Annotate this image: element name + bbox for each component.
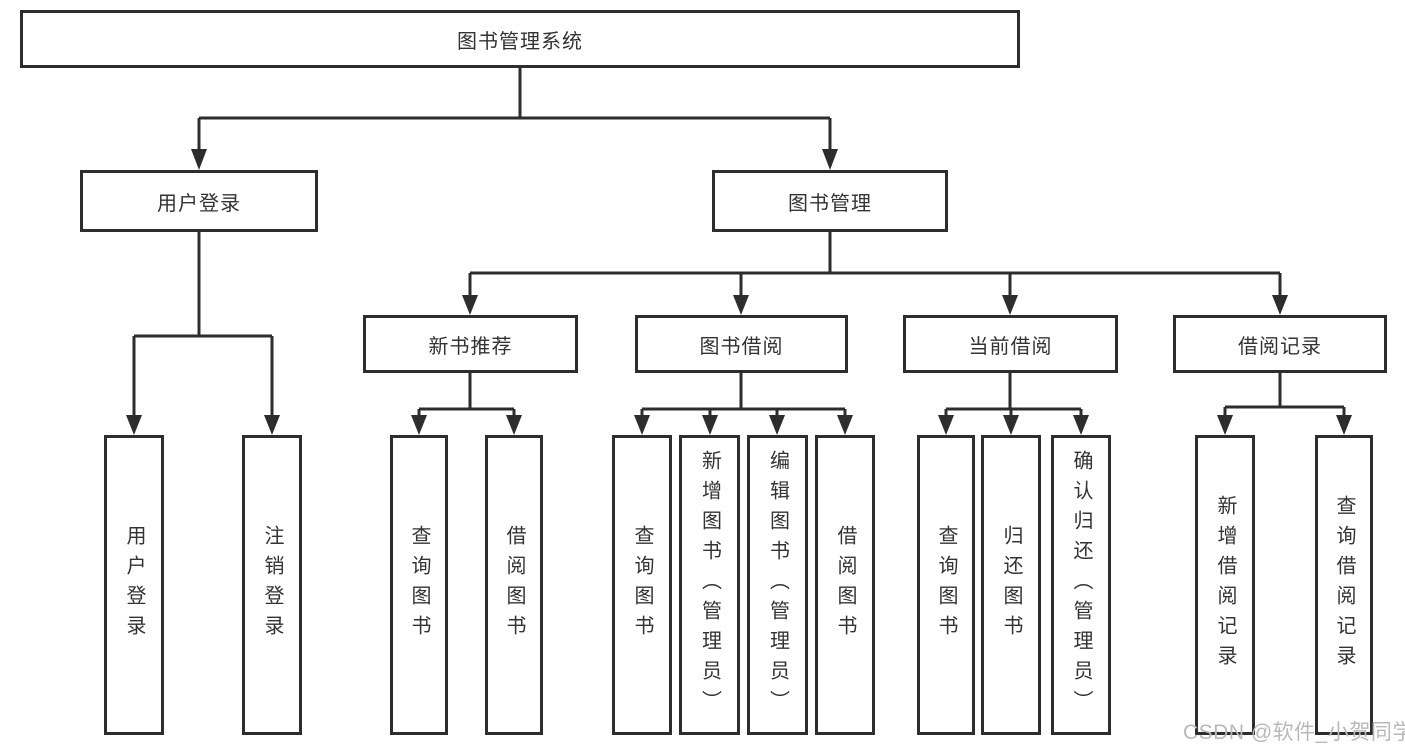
- connector-login-to-leaves: [132, 232, 274, 417]
- node-book-borrowing: 图书借阅: [635, 315, 848, 373]
- leaf-borrow-book: 借阅图书: [815, 435, 875, 735]
- leaf-label: 借阅图书: [503, 525, 525, 645]
- leaf-logout: 注销登录: [242, 435, 302, 735]
- leaf-confirm-return-admin: 确认归还（管理员）: [1051, 435, 1111, 735]
- node-user-login: 用户登录: [80, 170, 318, 232]
- node-label: 用户登录: [157, 192, 241, 215]
- node-book-management: 图书管理: [712, 170, 948, 232]
- leaf-label: 用户登录: [123, 525, 145, 645]
- connector-records-to-leaves: [1223, 373, 1346, 417]
- leaf-add-book-admin: 新增图书（管理员）: [679, 435, 740, 735]
- arrowhead-icon: [733, 295, 749, 315]
- leaf-query-borrow-record: 查询借阅记录: [1315, 435, 1373, 735]
- node-system-root: 图书管理系统: [20, 10, 1020, 68]
- leaf-query-books-borrow: 查询图书: [612, 435, 672, 735]
- arrowhead-icon: [191, 149, 207, 170]
- arrowhead-icon: [506, 415, 522, 435]
- leaf-label: 查询图书: [631, 525, 653, 645]
- leaf-user-login: 用户登录: [104, 435, 164, 735]
- leaf-edit-book-admin: 编辑图书（管理员）: [747, 435, 808, 735]
- arrowhead-icon: [822, 149, 838, 170]
- connector-root-to-level2: [197, 68, 832, 152]
- arrowhead-icon: [1073, 415, 1089, 435]
- node-new-book-recommend: 新书推荐: [363, 315, 578, 373]
- csdn-watermark: CSDN @软件_小贺同学: [1183, 721, 1405, 744]
- arrowhead-icon: [702, 415, 718, 435]
- leaf-query-books-current: 查询图书: [917, 435, 975, 735]
- leaf-add-borrow-record: 新增借阅记录: [1195, 435, 1255, 735]
- arrowhead-icon: [462, 295, 478, 315]
- leaf-label: 编辑图书（管理员）: [766, 450, 789, 720]
- leaf-label: 查询借阅记录: [1333, 495, 1355, 675]
- leaf-label: 查询图书: [935, 525, 957, 645]
- node-current-borrowing: 当前借阅: [903, 315, 1118, 373]
- node-borrow-records: 借阅记录: [1173, 315, 1387, 373]
- connector-newbook-to-leaves: [417, 373, 516, 417]
- node-label: 当前借阅: [968, 335, 1053, 358]
- arrowhead-icon: [411, 415, 427, 435]
- arrowhead-icon: [264, 415, 280, 435]
- leaf-label: 注销登录: [261, 525, 283, 645]
- arrowhead-icon: [769, 415, 785, 435]
- leaf-return-books: 归还图书: [981, 435, 1041, 735]
- arrowhead-icon: [1217, 415, 1233, 435]
- leaf-label: 新增图书（管理员）: [698, 450, 721, 720]
- arrowhead-icon: [126, 415, 142, 435]
- arrowhead-icon: [1272, 295, 1288, 315]
- arrowhead-icon: [1336, 415, 1352, 435]
- arrowhead-icon: [938, 415, 954, 435]
- connector-mgmt-to-level3: [468, 232, 1282, 297]
- node-label: 新书推荐: [428, 335, 513, 358]
- arrowhead-icon: [634, 415, 650, 435]
- leaf-label: 借阅图书: [834, 525, 856, 645]
- leaf-label: 查询图书: [408, 525, 430, 645]
- connector-current-to-leaves: [944, 373, 1083, 417]
- connector-borrow-to-leaves: [640, 373, 847, 417]
- arrowhead-icon: [837, 415, 853, 435]
- leaf-label: 归还图书: [1000, 525, 1022, 645]
- leaf-label: 新增借阅记录: [1214, 495, 1236, 675]
- node-label: 图书管理: [788, 192, 872, 215]
- arrowhead-icon: [1003, 415, 1019, 435]
- node-label: 借阅记录: [1238, 335, 1322, 358]
- node-label: 图书管理系统: [457, 30, 583, 53]
- node-label: 图书借阅: [699, 335, 784, 358]
- leaf-query-books-newrec: 查询图书: [390, 435, 448, 735]
- leaf-label: 确认归还（管理员）: [1070, 450, 1092, 720]
- leaf-borrow-books-newrec: 借阅图书: [485, 435, 543, 735]
- arrowhead-icon: [1002, 295, 1018, 315]
